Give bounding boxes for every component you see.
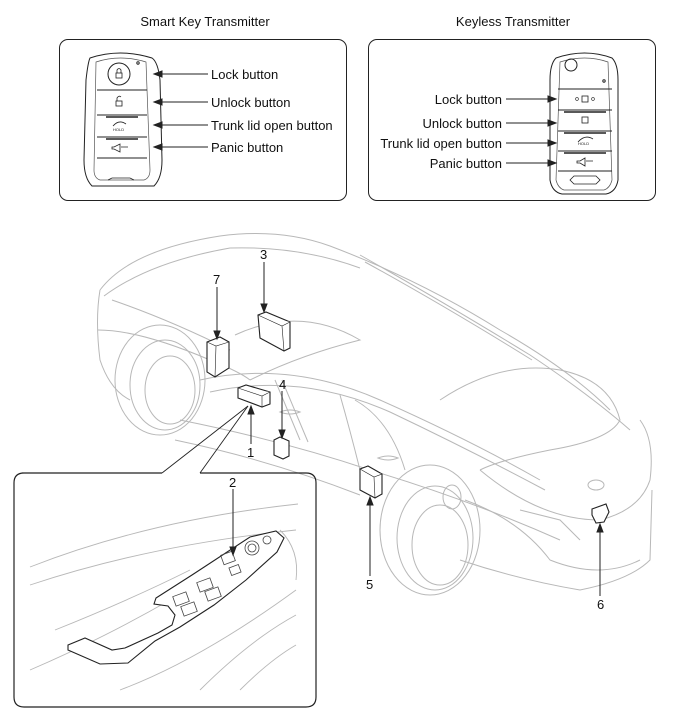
component-7-box (206, 336, 230, 378)
callout-2-leader (229, 489, 237, 557)
component-4-box (273, 436, 290, 460)
callout-2: 2 (229, 475, 237, 490)
keyless-unlock-label: Unlock button (422, 116, 503, 131)
smart-key-fob (83, 52, 163, 187)
smart-key-leaders (152, 70, 208, 151)
armrest-panel (67, 530, 285, 665)
smart-key-title: Smart Key Transmitter (140, 14, 270, 29)
callout-4: 4 (279, 377, 287, 392)
smart-key-panic-label: Panic button (211, 140, 284, 155)
car-outline (97, 233, 653, 596)
callout-7: 7 (213, 272, 221, 287)
smart-key-unlock-label: Unlock button (211, 95, 291, 110)
callout-1: 1 (247, 445, 255, 460)
keyless-hold-glyph-text: HOLD (578, 141, 589, 146)
callout-5: 5 (366, 577, 374, 592)
keyless-fob (549, 52, 619, 195)
component-1-box (237, 384, 271, 408)
door-trim-detail (13, 472, 317, 708)
keyless-lock-label: Lock button (434, 92, 502, 107)
callout-3: 3 (260, 247, 268, 262)
component-boxes (206, 311, 610, 524)
keyless-panic-label: Panic button (429, 156, 502, 171)
smart-key-lock-label: Lock button (211, 67, 279, 82)
smart-key-panel (59, 39, 347, 201)
component-3-box (257, 311, 291, 352)
callout-6: 6 (597, 597, 605, 612)
component-6-box (591, 503, 610, 524)
callout-leaders (161, 262, 604, 596)
keyless-trunk-label: Trunk lid open button (380, 136, 502, 151)
keyless-title: Keyless Transmitter (455, 14, 571, 29)
keyless-leaders (506, 95, 558, 167)
hold-glyph-text: HOLD (113, 127, 124, 132)
smart-key-trunk-label: Trunk lid open button (211, 118, 333, 133)
